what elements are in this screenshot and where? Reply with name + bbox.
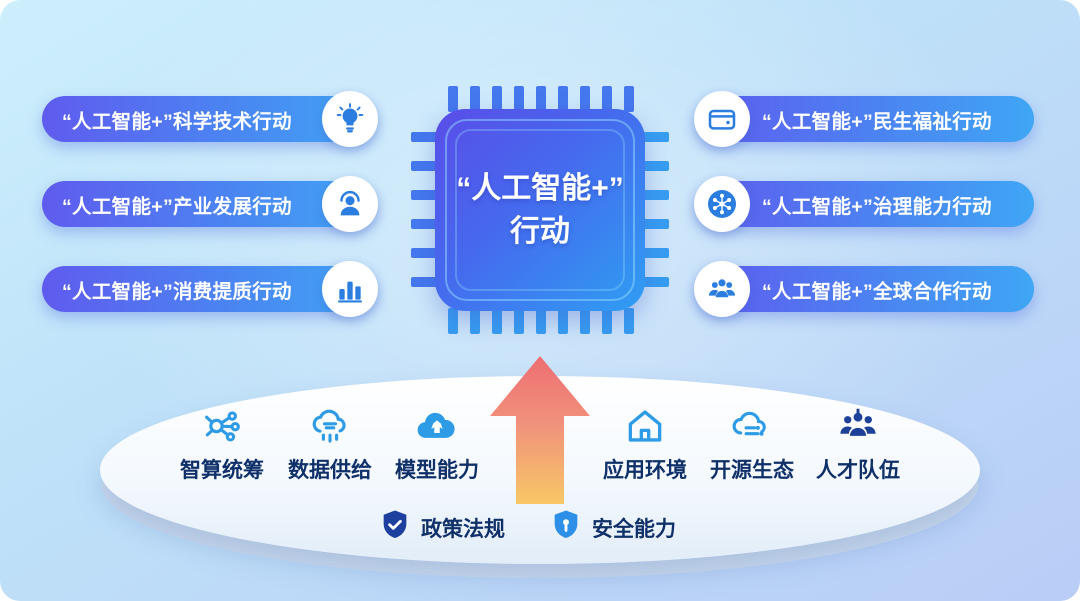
pill-governance-capability-label: “人工智能+”治理能力行动 xyxy=(762,195,992,218)
chip-pin xyxy=(514,86,524,112)
chip-pin xyxy=(624,308,634,334)
chip-pin xyxy=(643,248,669,258)
chip-title-line1: “人工智能+” xyxy=(456,171,624,205)
chip-pin xyxy=(643,219,669,229)
platform-item-compute-label: 智算统筹 xyxy=(180,459,264,482)
pill-science-technology-label: “人工智能+”科学技术行动 xyxy=(62,110,292,133)
bar-chart-icon xyxy=(322,261,378,317)
chip-pin xyxy=(536,308,546,334)
platform-item-policy-label: 政策法规 xyxy=(421,518,505,541)
model-cloud-icon xyxy=(415,412,459,452)
platform-item-talent-label: 人才队伍 xyxy=(816,459,900,482)
chip-pin xyxy=(514,308,524,334)
chip-pin xyxy=(602,308,612,334)
chip-pin xyxy=(411,248,437,258)
chip-pin xyxy=(536,86,546,112)
chip-circuit-outline-inner xyxy=(455,129,625,291)
up-arrow-icon xyxy=(490,356,590,509)
policy-shield-icon xyxy=(378,508,412,547)
governance-network-icon xyxy=(694,176,750,232)
talent-team-icon xyxy=(836,408,880,452)
compute-network-icon xyxy=(200,411,244,452)
platform-item-security: 安全能力 xyxy=(549,508,676,547)
lightbulb-icon xyxy=(322,91,378,147)
chip-pin xyxy=(643,132,669,142)
data-cloud-icon xyxy=(308,409,352,452)
pill-consumption-quality: “人工智能+”消费提质行动 xyxy=(42,261,378,317)
chip-pin xyxy=(448,86,458,112)
pill-livelihood-welfare: “人工智能+”民生福祉行动 xyxy=(694,91,1034,147)
chip-pin xyxy=(558,308,568,334)
chip-pin xyxy=(492,86,502,112)
platform-item-data-supply: 数据供给 xyxy=(270,404,390,484)
chip-pin xyxy=(411,219,437,229)
chip-pin xyxy=(643,161,669,171)
pill-livelihood-welfare-label: “人工智能+”民生福祉行动 xyxy=(762,110,992,133)
pill-industry-development: “人工智能+”产业发展行动 xyxy=(42,176,378,232)
platform-item-model-capability: 模型能力 xyxy=(377,404,497,484)
pill-global-cooperation-label: “人工智能+”全球合作行动 xyxy=(762,280,992,303)
home-icon xyxy=(623,410,667,452)
pill-consumption-quality-label: “人工智能+”消费提质行动 xyxy=(62,280,292,303)
platform-item-data-supply-label: 数据供给 xyxy=(288,459,372,482)
pill-science-technology: “人工智能+”科学技术行动 xyxy=(42,91,378,147)
chip-pin xyxy=(448,308,458,334)
chip-pin xyxy=(580,308,590,334)
chip-pin xyxy=(470,308,480,334)
open-source-cloud-icon xyxy=(730,411,774,452)
chip-circuit-outline xyxy=(445,119,635,301)
chip-pin xyxy=(411,161,437,171)
chip-pin xyxy=(643,277,669,287)
chip-pin xyxy=(580,86,590,112)
platform-item-open-source-label: 开源生态 xyxy=(710,459,794,482)
chip-pin xyxy=(624,86,634,112)
chip-title-line2: 行动 xyxy=(510,215,570,248)
global-cooperation-people-icon xyxy=(694,261,750,317)
pill-global-cooperation: “人工智能+”全球合作行动 xyxy=(694,261,1034,317)
chip-pin xyxy=(602,86,612,112)
ai-chip-body: “人工智能+” 行动 xyxy=(435,109,645,311)
platform-item-policy: 政策法规 xyxy=(378,508,505,547)
chip-pin xyxy=(411,132,437,142)
platform-item-compute: 智算统筹 xyxy=(162,404,282,484)
ai-chip: “人工智能+” 行动 xyxy=(408,82,672,338)
industry-person-icon xyxy=(322,176,378,232)
platform-item-application-environment: 应用环境 xyxy=(585,404,705,484)
platform-item-open-source: 开源生态 xyxy=(692,404,812,484)
platform-item-model-capability-label: 模型能力 xyxy=(395,459,479,482)
chip-pin xyxy=(411,190,437,200)
pill-governance-capability: “人工智能+”治理能力行动 xyxy=(694,176,1034,232)
pill-industry-development-label: “人工智能+”产业发展行动 xyxy=(62,195,292,218)
security-shield-icon xyxy=(549,508,583,547)
chip-pin xyxy=(558,86,568,112)
platform-item-application-environment-label: 应用环境 xyxy=(603,459,687,482)
chip-pin xyxy=(643,190,669,200)
chip-pin xyxy=(470,86,480,112)
platform-item-talent: 人才队伍 xyxy=(798,404,918,484)
chip-pin xyxy=(411,277,437,287)
chip-pin xyxy=(492,308,502,334)
wallet-icon xyxy=(694,91,750,147)
platform-item-security-label: 安全能力 xyxy=(592,518,676,541)
